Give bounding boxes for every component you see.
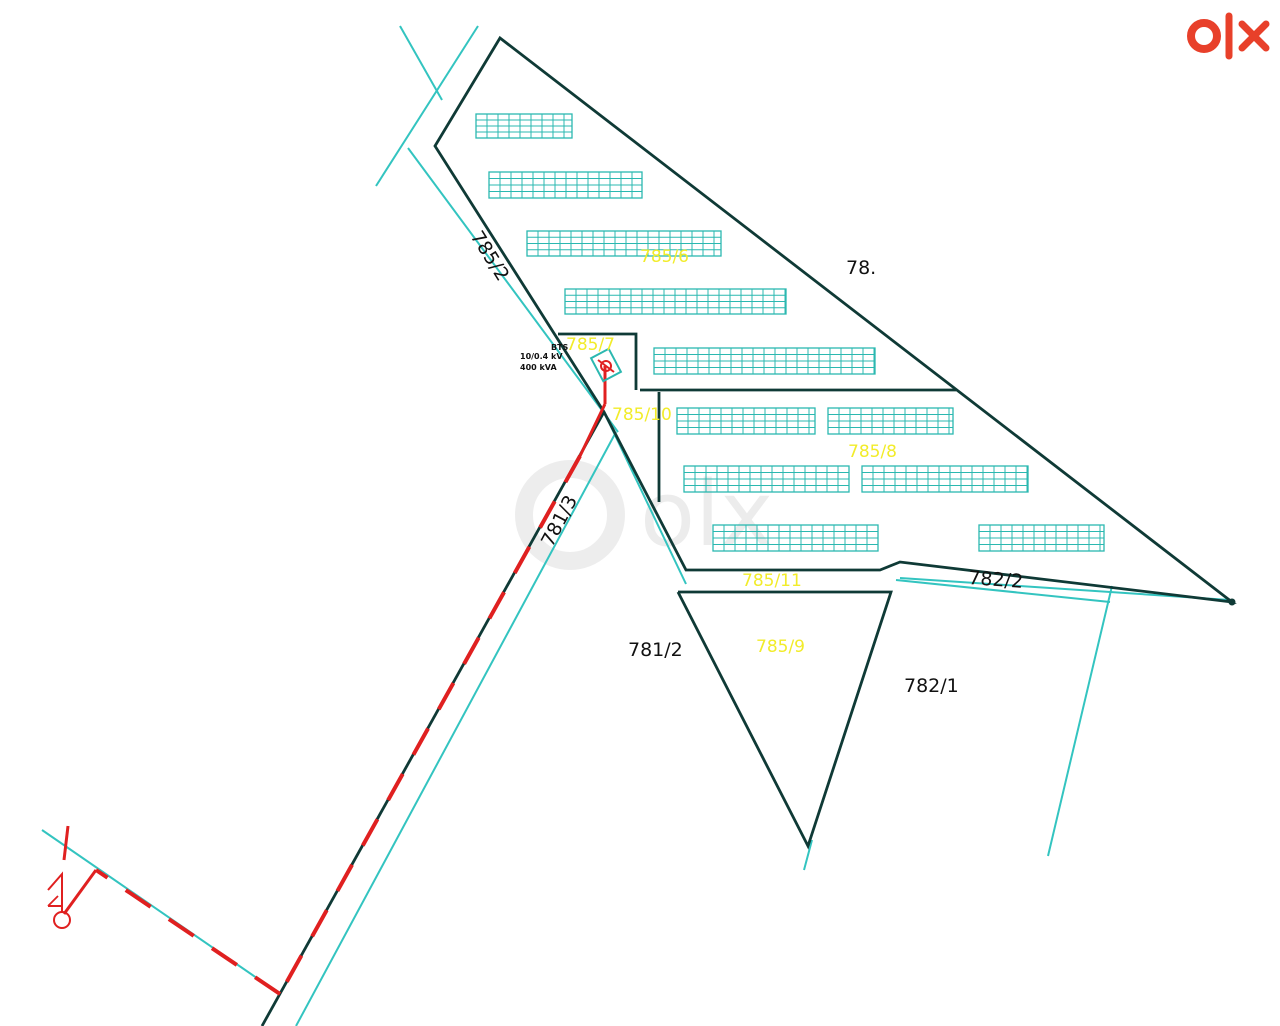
substation-label: BTS 10/0.4 kV 400 kVA [520, 343, 569, 372]
cable-route [62, 366, 607, 996]
solar-panel-arrays [475, 113, 1105, 552]
solar-panel-block [653, 347, 876, 375]
cadastral-lines [41, 25, 1231, 1026]
parcel-785-8: 785/8 [848, 442, 897, 462]
substation-line-1: BTS [551, 343, 569, 352]
parcel-785-6: 785/6 [640, 247, 689, 267]
parcel-785-11: 785/11 [742, 571, 802, 591]
solar-panel-block [978, 524, 1105, 552]
substation-line-2: 10/0.4 kV [520, 352, 563, 361]
solar-panel-block [676, 407, 816, 435]
substation-line-3: 400 kVA [520, 363, 557, 372]
parcel-numbers-yellow: 785/6 785/7 785/10 785/8 785/11 785/9 [566, 247, 897, 657]
parcel-781-2: 781/2 [628, 639, 683, 661]
parcel-785-9: 785/9 [756, 637, 805, 657]
parcel-785-7: 785/7 [566, 335, 615, 355]
solar-panel-block [861, 465, 1029, 493]
solar-panel-block [475, 113, 573, 139]
solar-panel-block [827, 407, 954, 435]
parcel-785-partial: 78. [846, 257, 876, 279]
solar-panel-block [526, 230, 722, 257]
solar-panel-block [712, 524, 879, 552]
parcel-785-10: 785/10 [612, 405, 672, 425]
olx-logo [1187, 12, 1270, 60]
pole-symbol-icon [47, 871, 71, 929]
solar-panel-block [683, 465, 850, 493]
solar-panel-block [488, 171, 643, 199]
parcel-782-2: 782/2 [968, 567, 1024, 593]
solar-panel-block [564, 288, 787, 315]
transformer-symbol-icon [589, 347, 623, 383]
parcel-782-1: 782/1 [904, 675, 959, 697]
